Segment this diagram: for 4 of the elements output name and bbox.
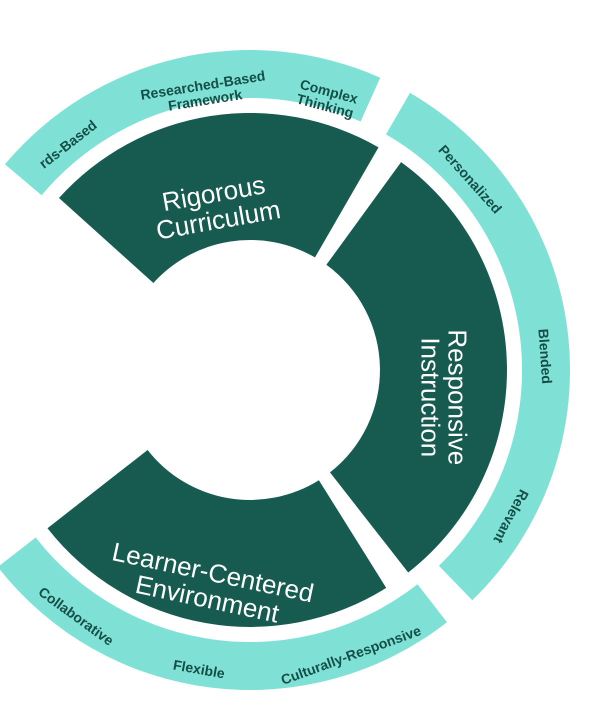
band-label: Flexible (170, 655, 227, 683)
band-label: Blended (535, 328, 556, 387)
segment-title: Responsive Instruction (416, 328, 470, 468)
segment-title: Rigorous Curriculum (153, 168, 284, 248)
